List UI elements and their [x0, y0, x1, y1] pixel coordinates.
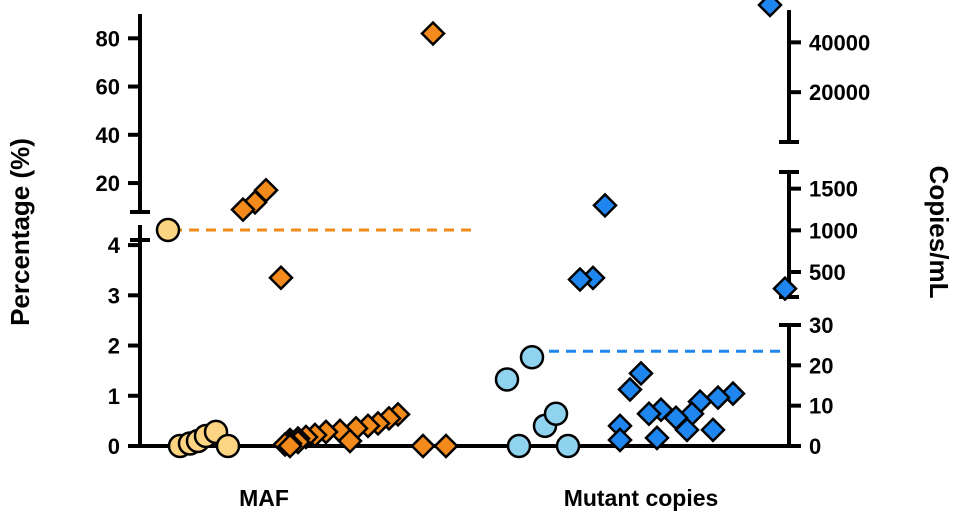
right-tick-label: 1500: [809, 177, 858, 202]
data-point-circle: [519, 345, 545, 370]
data-point-diamond: [772, 275, 798, 302]
data-point-circle: [555, 433, 581, 459]
data-point-circle: [543, 401, 569, 426]
data-point-diamond: [230, 196, 256, 223]
data-points: [155, 0, 798, 459]
data-point-diamond: [337, 428, 363, 454]
left-tick-label: 4: [108, 233, 121, 258]
right-tick-label: 1000: [809, 218, 858, 243]
data-point-circle: [215, 433, 241, 459]
data-point-diamond: [644, 425, 670, 451]
data-point-circle: [155, 217, 181, 243]
data-point-diamond: [705, 384, 731, 411]
right-tick-label: 0: [809, 434, 821, 459]
left-tick-label: 40: [96, 123, 120, 148]
data-point-diamond: [674, 417, 700, 443]
left-tick-label: 3: [108, 283, 120, 308]
reference-lines: [172, 228, 786, 353]
left-axis-title: Percentage (%): [5, 138, 35, 326]
data-point-diamond: [607, 427, 633, 453]
category-label-mutant-copies: Mutant copies: [564, 485, 719, 511]
data-point-diamond: [636, 400, 662, 427]
left-tick-label: 2: [108, 334, 120, 359]
data-point-diamond: [268, 264, 294, 291]
data-point-diamond: [757, 0, 783, 18]
right-axis-title: Copies/mL: [924, 166, 954, 299]
data-point-circle: [506, 433, 532, 459]
left-axis: 20 40 60 80 0 1 2 3 4: [96, 14, 150, 459]
category-label-maf: MAF: [239, 485, 289, 511]
data-point-diamond: [277, 433, 303, 459]
data-point-diamond: [420, 20, 446, 47]
data-point-diamond: [592, 192, 618, 219]
left-tick-label: 0: [108, 434, 120, 459]
right-tick-label: 30: [809, 313, 833, 338]
data-point-diamond: [433, 433, 459, 459]
data-point-diamond: [410, 433, 436, 459]
data-point-diamond: [617, 376, 643, 403]
data-point-diamond: [567, 266, 593, 293]
left-tick-label: 20: [96, 171, 120, 196]
right-axis: 20000 40000 500 1000 1500 0 10 20 30: [779, 10, 870, 459]
right-tick-label: 20000: [809, 80, 870, 105]
left-tick-label: 1: [108, 384, 120, 409]
right-tick-label: 20: [809, 353, 833, 378]
left-tick-label: 60: [96, 75, 120, 100]
right-tick-label: 500: [809, 260, 846, 285]
data-point-diamond: [700, 417, 726, 443]
left-tick-label: 80: [96, 26, 120, 51]
data-point-diamond: [628, 360, 654, 387]
right-tick-label: 40000: [809, 30, 870, 55]
right-tick-label: 10: [809, 394, 833, 419]
data-point-circle: [494, 367, 520, 392]
